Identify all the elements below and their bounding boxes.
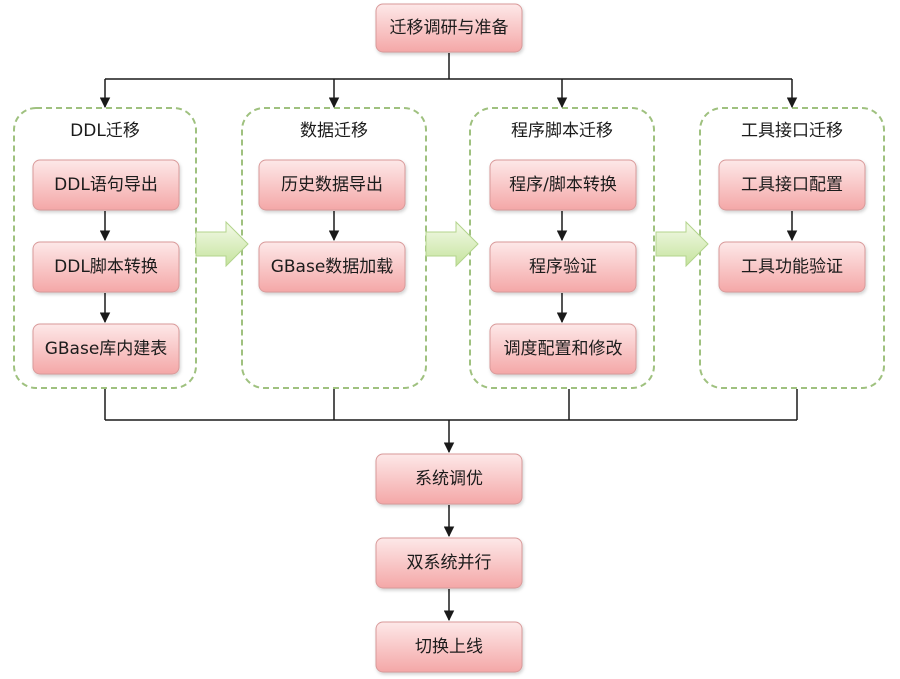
node-script-verify: 程序验证 [489,241,637,293]
group-script-title: 程序脚本迁移 [511,121,613,141]
group-data-title: 数据迁移 [300,121,368,141]
node-dual-parallel: 双系统并行 [375,537,523,589]
node-ddl-create-label: GBase库内建表 [45,339,168,359]
node-system-tune: 系统调优 [375,453,523,505]
node-cutover: 切换上线 [375,621,523,673]
group-arrow-ddl-to-data [195,220,249,268]
node-tool-verify-label: 工具功能验证 [741,257,843,277]
node-script-schedule-label: 调度配置和修改 [504,339,623,359]
node-system-tune-label: 系统调优 [415,469,483,489]
group-tool-title: 工具接口迁移 [741,121,843,141]
group-arrow-script-to-tool [655,220,709,268]
node-ddl-export: DDL语句导出 [32,159,180,211]
node-script-verify-label: 程序验证 [529,257,597,277]
node-tool-verify: 工具功能验证 [718,241,866,293]
node-ddl-convert: DDL脚本转换 [32,241,180,293]
node-ddl-create: GBase库内建表 [32,323,180,375]
node-ddl-export-label: DDL语句导出 [54,175,158,195]
node-ddl-convert-label: DDL脚本转换 [54,257,158,277]
node-tool-config: 工具接口配置 [718,159,866,211]
node-data-export-label: 历史数据导出 [281,175,383,195]
group-ddl-title: DDL迁移 [70,121,140,141]
node-data-load-label: GBase数据加载 [271,257,394,277]
node-script-convert-label: 程序/脚本转换 [509,175,617,195]
node-script-schedule: 调度配置和修改 [489,323,637,375]
node-dual-parallel-label: 双系统并行 [407,553,492,573]
group-arrow-data-to-script [425,220,479,268]
node-data-export: 历史数据导出 [258,159,406,211]
node-top-prep-label: 迁移调研与准备 [390,18,509,38]
node-script-convert: 程序/脚本转换 [489,159,637,211]
node-top-prep: 迁移调研与准备 [375,3,523,53]
node-cutover-label: 切换上线 [415,637,483,657]
node-tool-config-label: 工具接口配置 [741,175,843,195]
node-data-load: GBase数据加载 [258,241,406,293]
